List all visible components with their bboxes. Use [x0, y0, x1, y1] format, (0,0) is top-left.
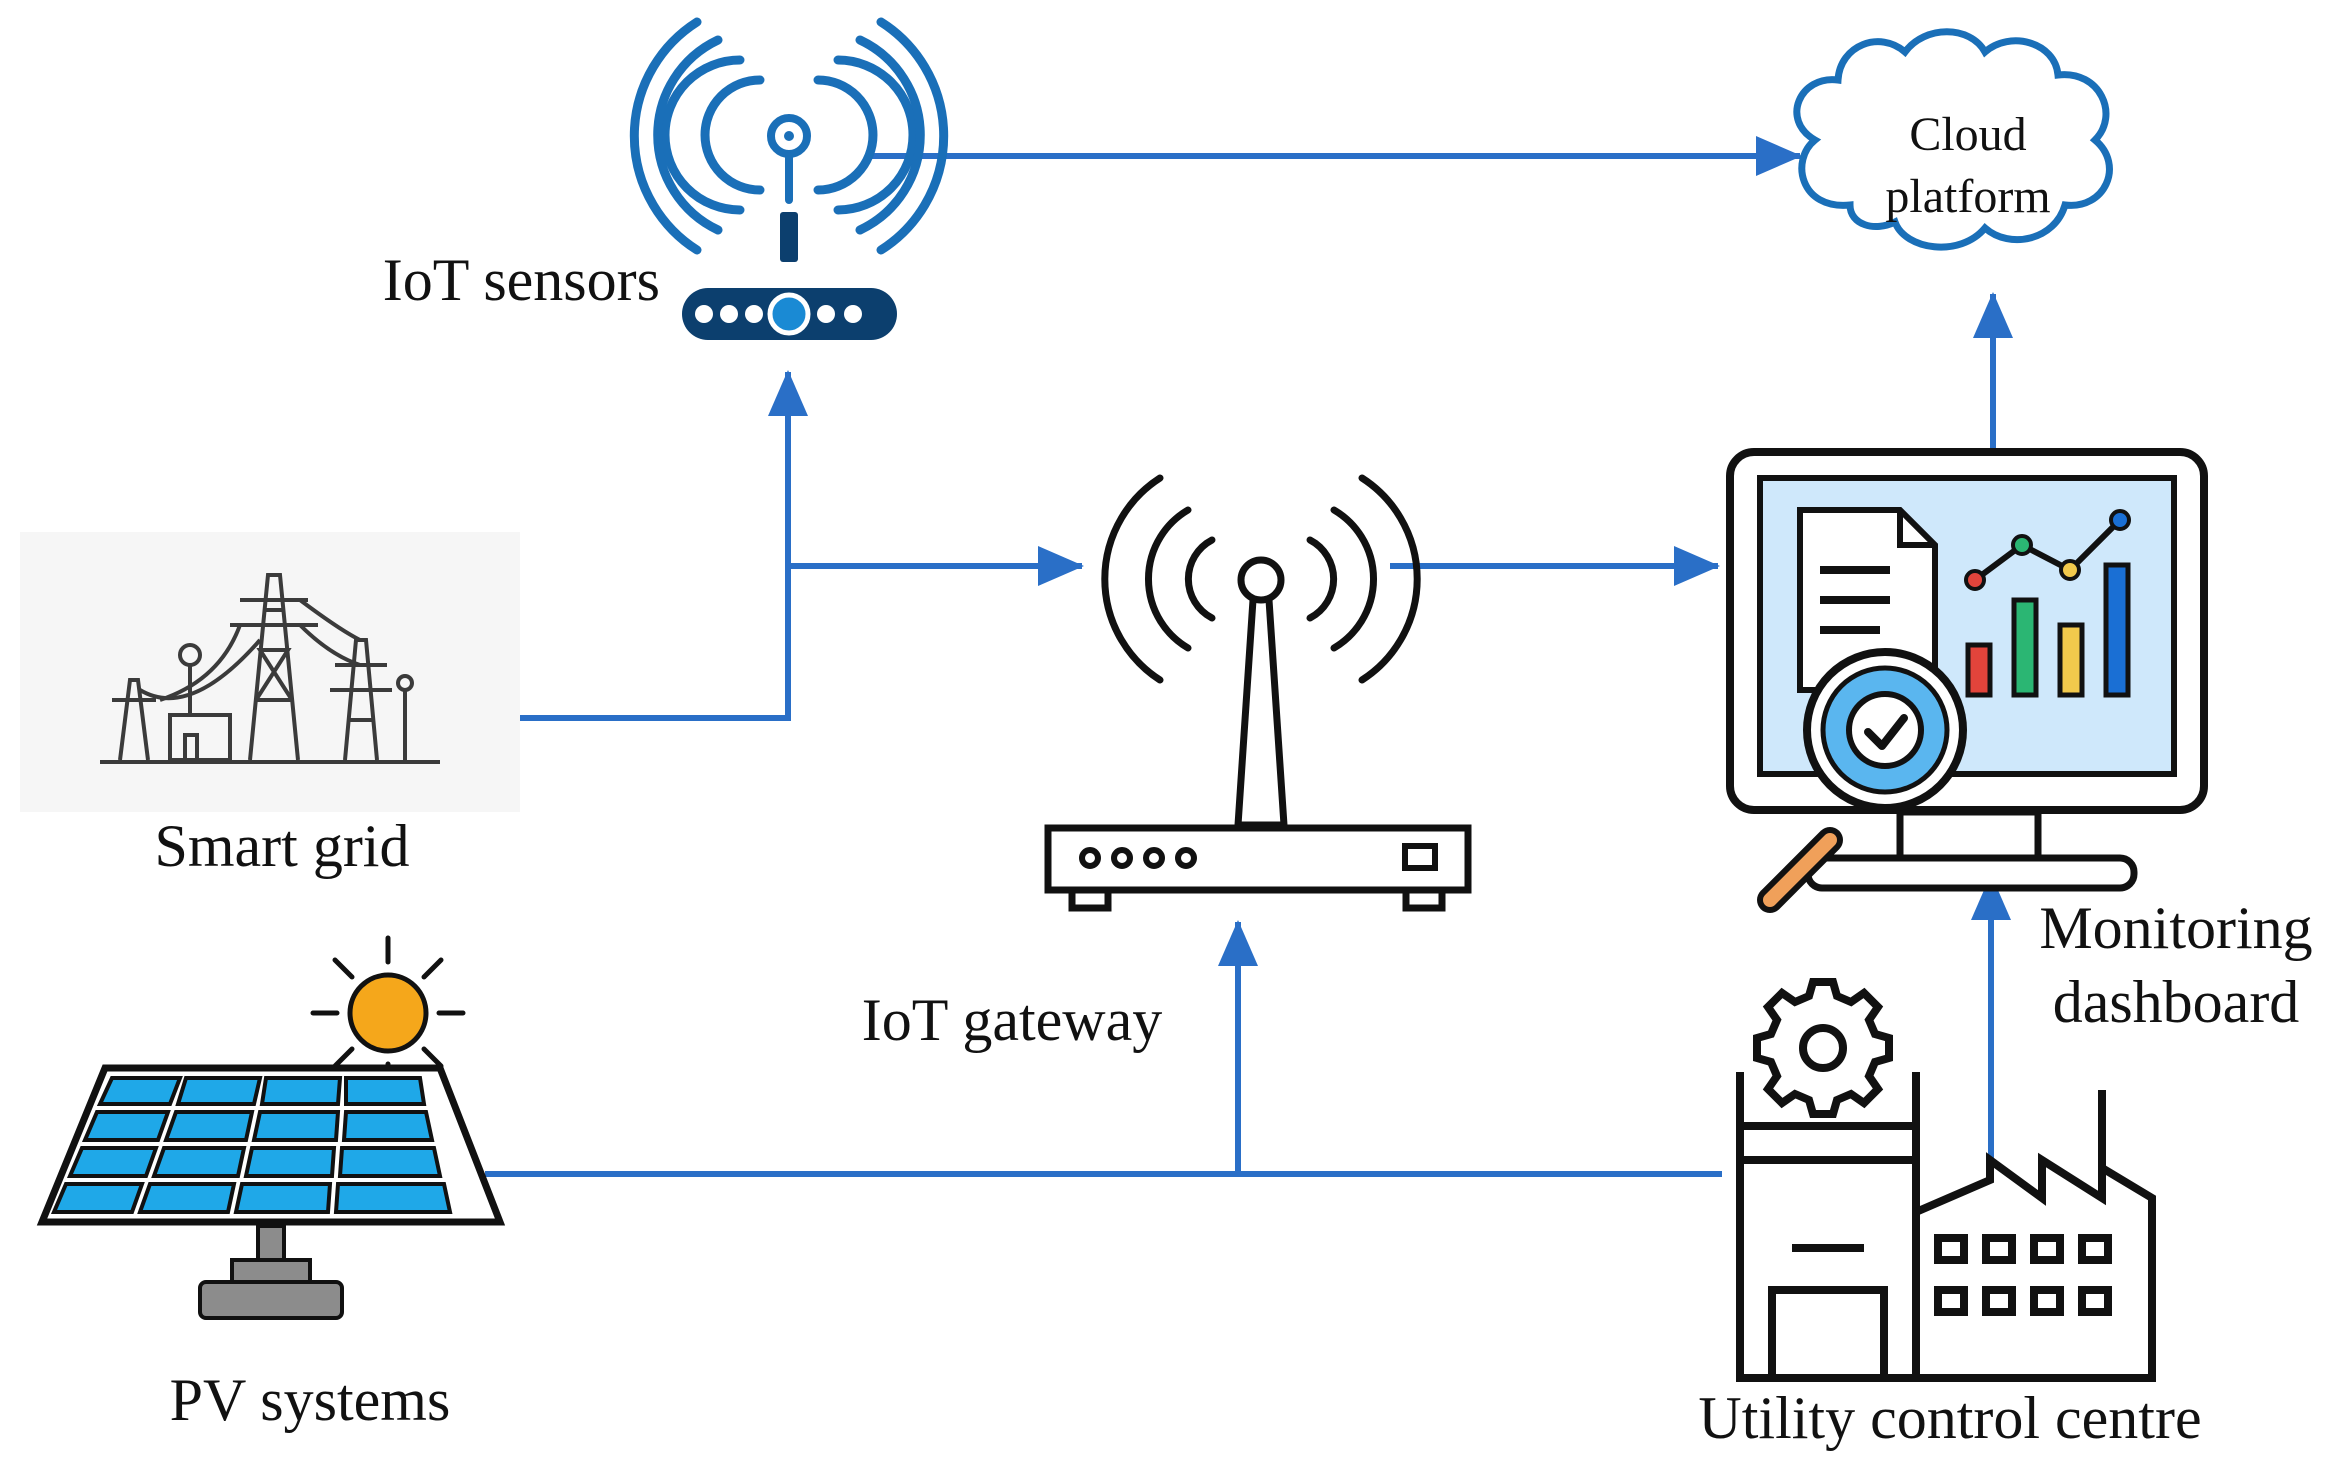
connector-smartgrid-to-sensors — [410, 370, 808, 721]
iot-sensors-label: IoT sensors — [383, 247, 660, 313]
monitoring-dashboard-label-line2: dashboard — [2053, 969, 2300, 1035]
cloud-platform-label-line2: platform — [1885, 170, 2050, 223]
solar-panel-icon — [36, 935, 506, 1320]
connectors — [410, 136, 2013, 1180]
wireless-gateway-router-icon — [1044, 474, 1472, 912]
iot-gateway-label: IoT gateway — [862, 987, 1162, 1053]
smart-grid-label: Smart grid — [155, 813, 410, 879]
monitoring-dashboard-label-line1: Monitoring — [2039, 895, 2312, 961]
monitor-dashboard-icon — [1726, 448, 2208, 913]
wifi-router-icon — [629, 17, 949, 340]
pv-systems-label: PV systems — [170, 1367, 451, 1433]
power-transmission-towers-icon — [20, 532, 520, 812]
cloud-platform-label-line1: Cloud — [1909, 108, 2026, 161]
cloud-icon — [1793, 28, 2113, 251]
factory-gear-icon — [1736, 978, 2156, 1382]
utility-control-centre-label: Utility control centre — [1698, 1385, 2201, 1451]
